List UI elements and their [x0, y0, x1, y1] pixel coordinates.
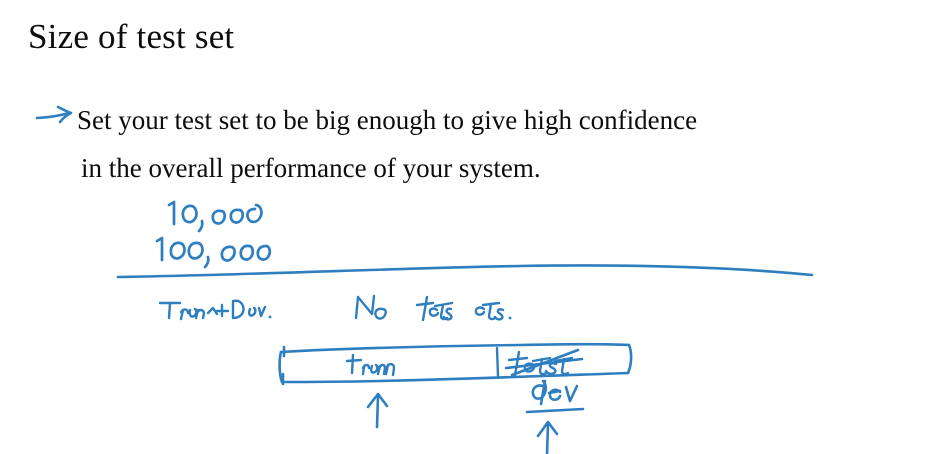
- bullet-text-block: Set your test set to be big enough to gi…: [77, 96, 936, 192]
- ink-train-label: [345, 353, 396, 377]
- bullet-line-1: Set your test set to be big enough to gi…: [77, 105, 698, 135]
- ink-split-box: [278, 342, 633, 386]
- ink-dev-label: [525, 379, 585, 414]
- ink-dev-arrow-up: [536, 420, 559, 454]
- ink-train-plus-dev: [158, 299, 272, 321]
- ink-hundred-thousand: [155, 236, 272, 269]
- ink-test-label: [507, 350, 574, 377]
- page-title: Size of test set: [28, 17, 235, 56]
- ink-test-strikethrough: [504, 348, 584, 377]
- ink-box-divider: [495, 346, 500, 378]
- ink-ten-thousand: [167, 200, 263, 233]
- ink-train-arrow-up: [366, 392, 389, 429]
- arrow-right-icon: [33, 102, 79, 130]
- ink-no-test-set: [354, 294, 512, 322]
- ink-horizontal-rule: [116, 264, 814, 279]
- bullet-line-2: in the overall performance of your syste…: [81, 153, 541, 183]
